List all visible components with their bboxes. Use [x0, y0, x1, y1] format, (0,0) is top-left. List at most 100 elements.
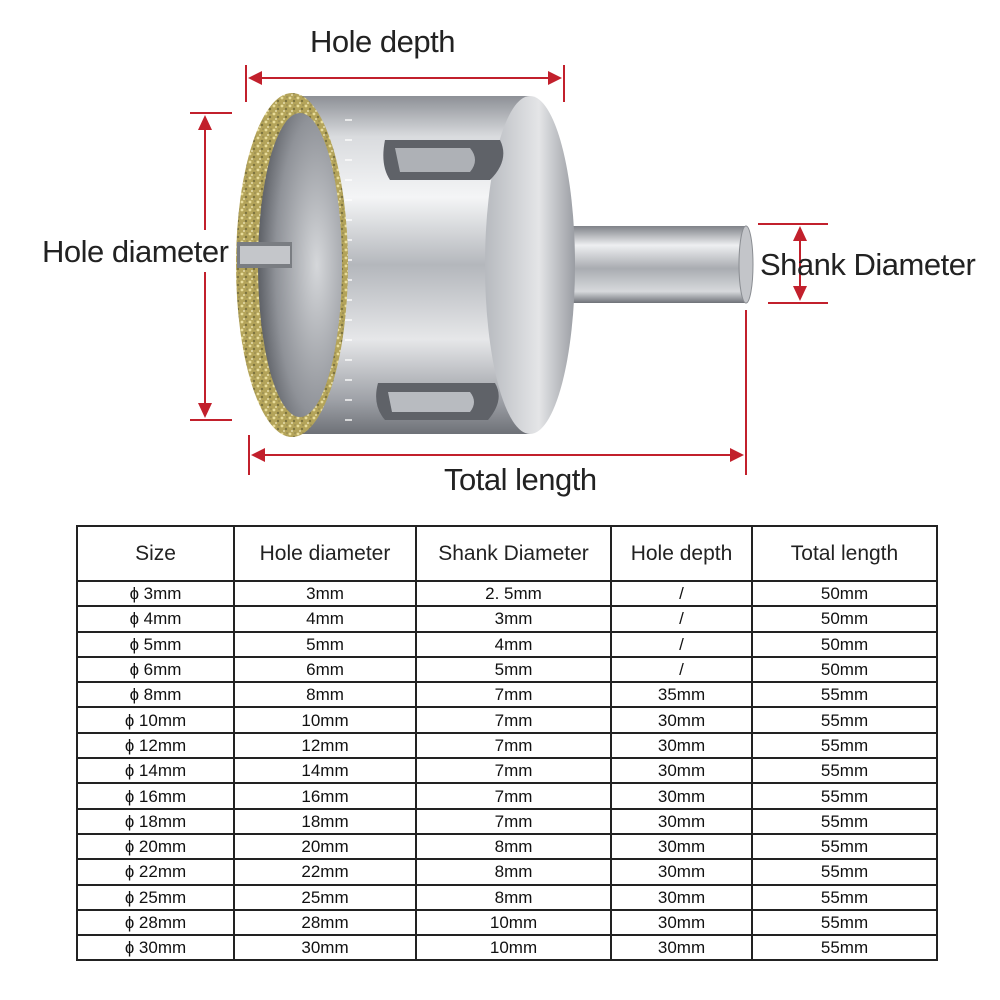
cell-shank-diameter: 4mm — [415, 630, 612, 658]
cell-hole-depth: / — [610, 630, 753, 658]
cell-total-length: 50mm — [751, 630, 938, 658]
cell-hole-depth: 30mm — [610, 731, 753, 760]
cell-shank-diameter: 8mm — [415, 832, 612, 861]
cell-size: ɸ 8mm — [76, 681, 235, 709]
cell-total-length: 55mm — [751, 731, 938, 760]
cell-size: ɸ 16mm — [76, 782, 235, 810]
cell-total-length: 55mm — [751, 908, 938, 937]
cell-hole-diameter: 28mm — [233, 908, 417, 937]
shank-diameter-label: Shank Diameter — [760, 247, 976, 282]
cell-hole-diameter: 18mm — [233, 807, 417, 835]
cell-size: ɸ 10mm — [76, 706, 235, 734]
cell-hole-depth: 35mm — [610, 681, 753, 709]
cell-hole-diameter: 30mm — [233, 934, 417, 962]
cell-total-length: 50mm — [751, 579, 938, 608]
cell-shank-diameter: 10mm — [415, 934, 612, 962]
cell-total-length: 55mm — [751, 681, 938, 709]
total-length-label: Total length — [444, 462, 597, 497]
cell-hole-diameter: 5mm — [233, 630, 417, 658]
cell-total-length: 55mm — [751, 858, 938, 886]
cell-shank-diameter: 2. 5mm — [415, 579, 612, 608]
cell-total-length: 55mm — [751, 934, 938, 962]
cell-size: ɸ 14mm — [76, 757, 235, 785]
cell-hole-depth: / — [610, 655, 753, 684]
cell-hole-diameter: 4mm — [233, 605, 417, 633]
column-header-hole-depth: Hole depth — [610, 525, 753, 582]
cell-hole-depth: 30mm — [610, 757, 753, 785]
cell-shank-diameter: 3mm — [415, 605, 612, 633]
cell-size: ɸ 30mm — [76, 934, 235, 962]
cell-shank-diameter: 7mm — [415, 706, 612, 734]
cell-size: ɸ 25mm — [76, 883, 235, 911]
cell-size: ɸ 20mm — [76, 832, 235, 861]
cell-hole-diameter: 6mm — [233, 655, 417, 684]
cell-total-length: 55mm — [751, 883, 938, 911]
shank — [560, 225, 754, 304]
hole-diameter-label: Hole diameter — [42, 234, 229, 269]
cell-shank-diameter: 10mm — [415, 908, 612, 937]
cell-shank-diameter: 7mm — [415, 782, 612, 810]
cell-shank-diameter: 7mm — [415, 807, 612, 835]
cell-total-length: 55mm — [751, 706, 938, 734]
cell-total-length: 55mm — [751, 757, 938, 785]
column-header-shank-diameter: Shank Diameter — [415, 525, 612, 582]
cell-hole-diameter: 12mm — [233, 731, 417, 760]
cell-size: ɸ 3mm — [76, 579, 235, 608]
cell-total-length: 50mm — [751, 655, 938, 684]
cell-hole-diameter: 25mm — [233, 883, 417, 911]
cell-hole-depth: 30mm — [610, 706, 753, 734]
cell-hole-depth: 30mm — [610, 858, 753, 886]
cell-shank-diameter: 8mm — [415, 883, 612, 911]
size-spec-table: Size Hole diameter Shank Diameter Hole d… — [76, 525, 938, 962]
cell-total-length: 55mm — [751, 807, 938, 835]
cell-hole-depth: / — [610, 605, 753, 633]
cell-total-length: 50mm — [751, 605, 938, 633]
cell-size: ɸ 5mm — [76, 630, 235, 658]
table-header-row: Size Hole diameter Shank Diameter Hole d… — [76, 525, 938, 582]
cell-hole-depth: 30mm — [610, 908, 753, 937]
cell-shank-diameter: 8mm — [415, 858, 612, 886]
cell-hole-depth: 30mm — [610, 883, 753, 911]
cell-hole-diameter: 8mm — [233, 681, 417, 709]
cell-shank-diameter: 7mm — [415, 757, 612, 785]
cell-size: ɸ 22mm — [76, 858, 235, 886]
cell-hole-diameter: 3mm — [233, 579, 417, 608]
cell-total-length: 55mm — [751, 782, 938, 810]
column-header-total-length: Total length — [751, 525, 938, 582]
cell-size: ɸ 18mm — [76, 807, 235, 835]
cell-shank-diameter: 7mm — [415, 731, 612, 760]
cell-size: ɸ 4mm — [76, 605, 235, 633]
cell-shank-diameter: 5mm — [415, 655, 612, 684]
cell-hole-depth: 30mm — [610, 782, 753, 810]
product-diagram: Hole depth Hole diameter Shank Diameter … — [42, 24, 976, 497]
hole-depth-label: Hole depth — [310, 24, 455, 59]
cell-hole-diameter: 14mm — [233, 757, 417, 785]
cell-size: ɸ 12mm — [76, 731, 235, 760]
cell-hole-depth: 30mm — [610, 807, 753, 835]
cell-hole-diameter: 22mm — [233, 858, 417, 886]
dimension-lines — [190, 65, 828, 475]
cell-total-length: 55mm — [751, 832, 938, 861]
column-header-hole-diameter: Hole diameter — [233, 525, 417, 582]
cell-size: ɸ 6mm — [76, 655, 235, 684]
cell-hole-diameter: 10mm — [233, 706, 417, 734]
cell-hole-depth: 30mm — [610, 832, 753, 861]
cell-hole-diameter: 20mm — [233, 832, 417, 861]
cell-size: ɸ 28mm — [76, 908, 235, 937]
cell-shank-diameter: 7mm — [415, 681, 612, 709]
hole-saw-drawing — [190, 65, 828, 475]
